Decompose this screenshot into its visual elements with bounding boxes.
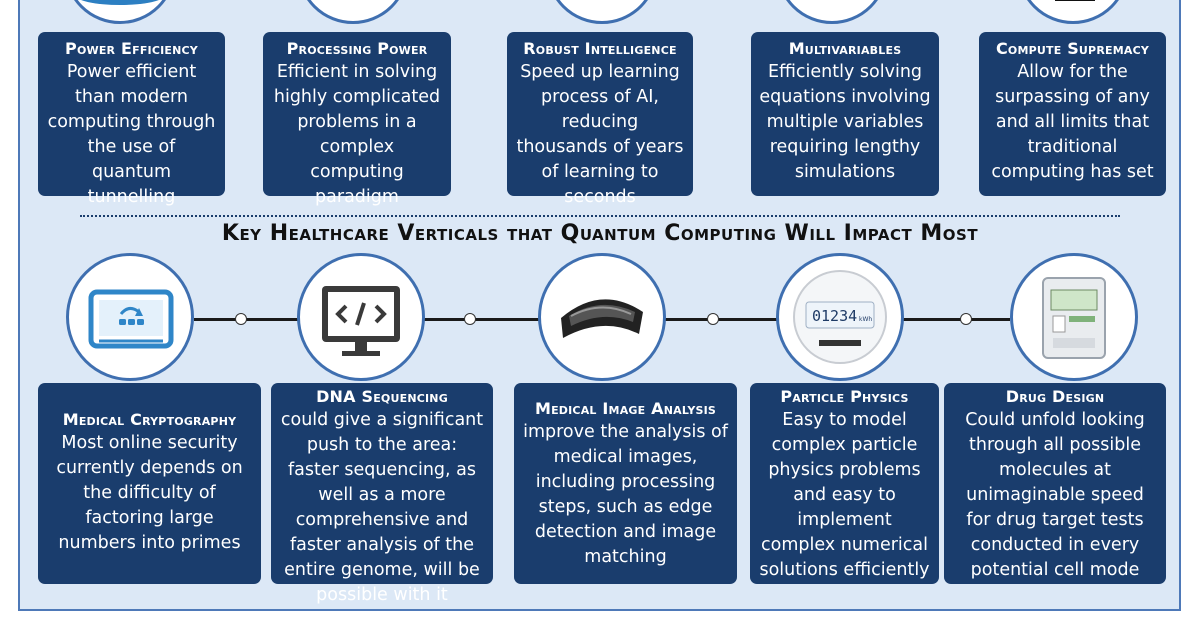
card-body: could give a significant push to the are… [280, 410, 484, 605]
feature-card-compute-supremacy: Compute Supremacy Allow for the surpassi… [979, 32, 1166, 196]
particle-physics-icon-circle: 01234 kWh [776, 253, 904, 381]
medical-image-analysis-icon-circle [538, 253, 666, 381]
card-body: Efficiently solving equations involving … [759, 62, 931, 182]
vertical-card-dna-sequencing: DNA Sequencing could give a significant … [271, 383, 493, 605]
monitor-sync-icon [88, 289, 174, 349]
connector-line [194, 318, 300, 321]
connector-line [422, 318, 542, 321]
meter-reading: 01234 [812, 307, 857, 325]
connector-dot [235, 313, 247, 325]
dna-sequencing-icon-circle [297, 253, 425, 381]
vertical-card-drug-design: Drug Design Could unfold looking through… [944, 383, 1166, 584]
card-body: Easy to model complex particle physics p… [759, 410, 930, 580]
feature-card-multivariables: Multivariables Efficiently solving equat… [751, 32, 939, 196]
feature-card-robust-intelligence: Robust Intelligence Speed up learning pr… [507, 32, 693, 207]
drug-design-icon-circle [1010, 253, 1138, 381]
vertical-card-medical-image-analysis: Medical Image Analysis improve the analy… [514, 383, 737, 584]
connector-line [664, 318, 779, 321]
card-title: Medical Image Analysis [534, 399, 717, 418]
connector-dot [960, 313, 972, 325]
smart-meter-icon: 01234 kWh [793, 270, 887, 364]
card-title: Particle Physics [780, 387, 909, 406]
connector-line [900, 318, 1010, 321]
vertical-card-particle-physics: Particle Physics Easy to model complex p… [750, 383, 939, 584]
gas-meter-icon [1042, 277, 1106, 359]
card-body: Most online security currently depends o… [56, 433, 243, 553]
card-title: Drug Design [1005, 387, 1105, 406]
vertical-card-medical-cryptography: Medical Cryptography Most online securit… [38, 383, 261, 584]
card-body: improve the analysis of medical images, … [523, 422, 728, 567]
feature-card-processing-power: Processing Power Efficient in solving hi… [263, 32, 451, 207]
feature-card-power-efficiency: Power Efficiency Power efficient than mo… [38, 32, 225, 207]
card-body: Could unfold looking through all possibl… [965, 410, 1145, 580]
card-body: Power efficient than modern computing th… [47, 62, 216, 207]
meter-unit: kWh [859, 316, 872, 323]
card-title: DNA Sequencing [316, 387, 448, 406]
code-monitor-icon [322, 286, 400, 356]
card-title: Medical Cryptography [62, 410, 237, 429]
card-body: Efficient in solving highly complicated … [273, 62, 441, 207]
card-title: Power Efficiency [65, 39, 198, 58]
card-title: Compute Supremacy [995, 39, 1150, 58]
card-title: Processing Power [286, 39, 428, 58]
section-divider [80, 215, 1120, 217]
card-title: Multivariables [788, 39, 902, 58]
vr-headset-icon [561, 299, 643, 338]
connector-dot [707, 313, 719, 325]
card-title: Robust Intelligence [523, 39, 677, 58]
card-body: Allow for the surpassing of any and all … [991, 62, 1154, 182]
connector-dot [464, 313, 476, 325]
medical-cryptography-icon-circle [66, 253, 194, 381]
section-title: Key Healthcare Verticals that Quantum Co… [221, 221, 979, 246]
card-body: Speed up learning process of AI, reducin… [516, 62, 684, 207]
